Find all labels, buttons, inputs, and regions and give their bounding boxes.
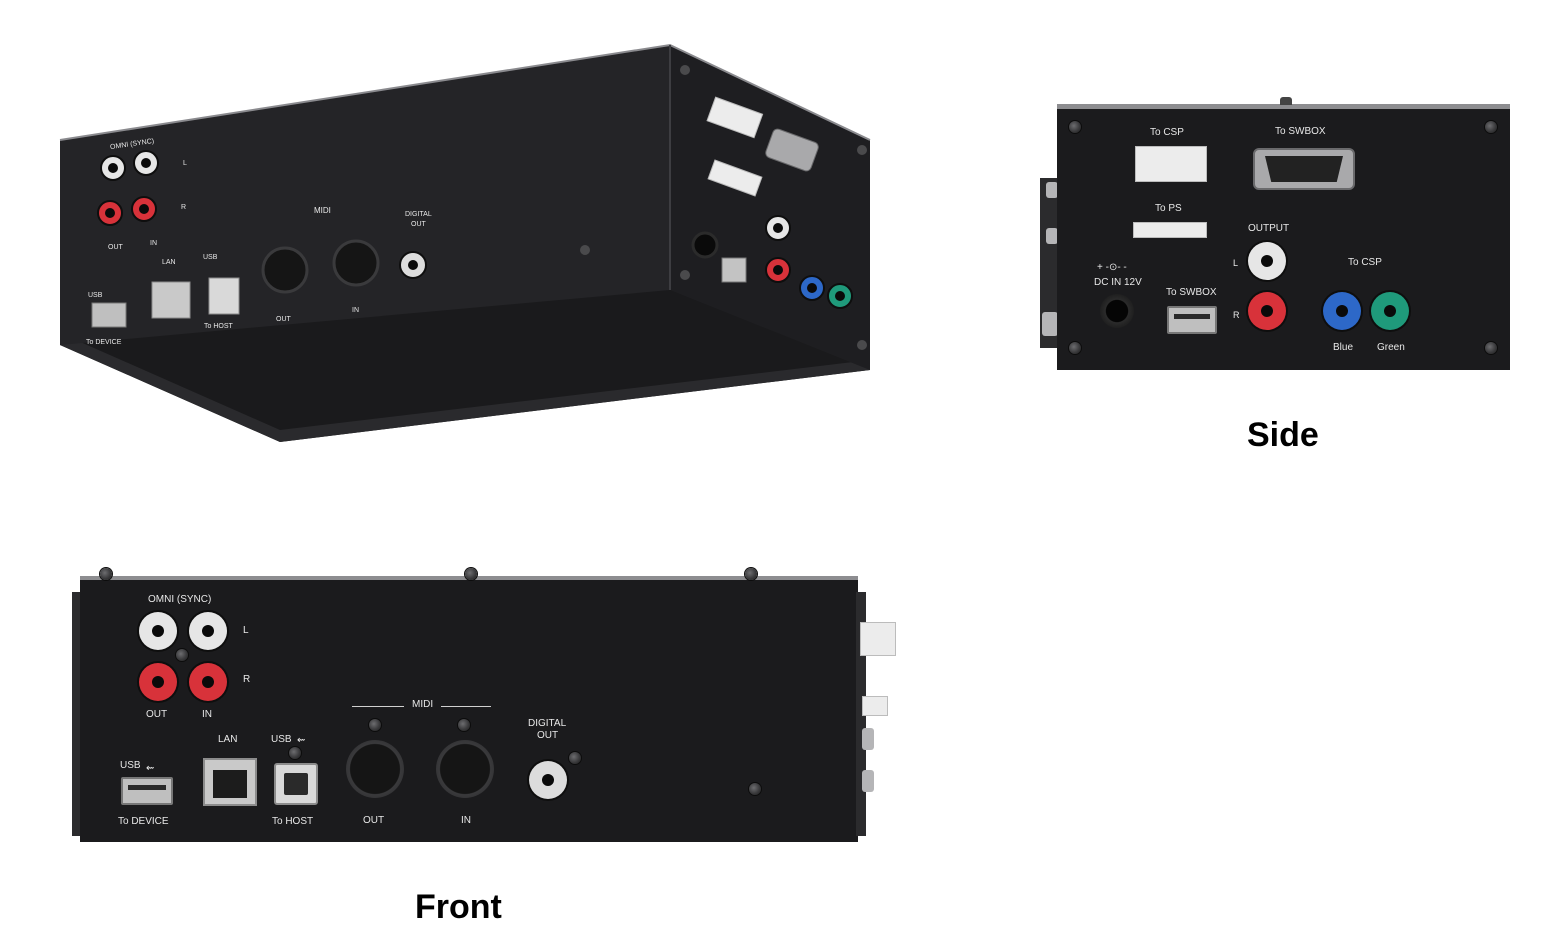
output-l-jack[interactable] — [1248, 242, 1286, 280]
to-csp-top-label: To CSP — [1150, 127, 1184, 138]
side-edge-jack — [1046, 182, 1058, 198]
screw-icon — [458, 719, 470, 731]
usb-device-icon: ⇜ — [146, 763, 155, 774]
persp-midi-in-label: IN — [352, 307, 359, 314]
omni-sync-label: OMNI (SYNC) — [148, 594, 212, 605]
to-device-label: To DEVICE — [118, 816, 169, 827]
blue-label: Blue — [1333, 342, 1354, 353]
side-caption: Side — [1247, 416, 1319, 454]
midi-out-port[interactable] — [346, 740, 404, 798]
usb-to-device-port[interactable] — [121, 777, 173, 805]
screw-icon — [100, 568, 112, 580]
usb-host-icon: ⇜ — [297, 735, 306, 746]
top-screw-head — [1280, 97, 1292, 105]
output-label: OUTPUT — [1248, 223, 1290, 234]
output-r-jack[interactable] — [1248, 292, 1286, 330]
persp-usb-host-label: USB — [203, 254, 218, 261]
screw-icon — [1069, 342, 1081, 354]
persp-digital-label: DIGITAL — [405, 211, 432, 218]
output-l-label: L — [1233, 258, 1239, 268]
to-swbox-dsub-connector[interactable] — [1253, 148, 1355, 190]
usb-to-host-port[interactable] — [274, 763, 318, 805]
to-ps-label: To PS — [1155, 203, 1182, 214]
persp-digital-out-label: OUT — [411, 221, 426, 228]
screw-icon — [1485, 342, 1497, 354]
to-csp-green-jack[interactable] — [1371, 292, 1409, 330]
to-ps-connector[interactable] — [1133, 222, 1207, 238]
digital-label: DIGITAL — [528, 718, 567, 729]
omni-in-l-jack[interactable] — [189, 612, 227, 650]
midi-in-label: IN — [461, 815, 471, 826]
front-caption: Front — [415, 888, 502, 926]
persp-in-label: IN — [150, 240, 157, 247]
persp-midi-label: MIDI — [314, 206, 331, 215]
screw-icon — [1485, 121, 1497, 133]
persp-to-device-label: To DEVICE — [86, 339, 122, 346]
persp-lan-label: LAN — [162, 259, 176, 266]
to-swbox-usb-port[interactable] — [1167, 306, 1217, 334]
omni-out-r-jack[interactable] — [139, 663, 177, 701]
screw-icon — [745, 568, 757, 580]
midi-out-label: OUT — [363, 815, 385, 826]
midi-rule-left — [352, 706, 404, 707]
side-edge-jack — [1042, 312, 1058, 336]
omni-l-label: L — [243, 625, 249, 636]
lan-label: LAN — [218, 734, 238, 745]
screw-icon — [289, 747, 301, 759]
digital-out-jack[interactable] — [529, 761, 567, 799]
side-panel-edge — [1040, 178, 1058, 348]
dc-in-jack[interactable] — [1100, 294, 1134, 328]
dc-in-label: DC IN 12V — [1094, 277, 1142, 288]
side-protruding-plug — [862, 696, 888, 716]
persp-midi-out-label: OUT — [276, 316, 291, 323]
front-left-edge — [72, 592, 80, 836]
to-csp-label: To CSP — [1348, 257, 1382, 268]
side-edge-jack — [1046, 228, 1058, 244]
digital-out-label: OUT — [537, 730, 559, 741]
screw-icon — [176, 649, 188, 661]
lan-port[interactable] — [203, 758, 257, 806]
side-edge-jack — [862, 770, 874, 792]
device-3d-illustration — [59, 43, 871, 442]
persp-usb-label: USB — [88, 292, 103, 299]
side-panel-top-edge — [1057, 104, 1510, 109]
persp-to-host-label: To HOST — [204, 323, 233, 330]
screw-icon — [1069, 121, 1081, 133]
output-r-label: R — [1233, 310, 1240, 320]
midi-rule-right — [441, 706, 491, 707]
to-csp-connector[interactable] — [1135, 146, 1207, 182]
omni-r-label: R — [243, 674, 251, 685]
screw-icon — [369, 719, 381, 731]
persp-l-label: L — [183, 160, 187, 167]
usb-device-label: USB — [120, 760, 141, 771]
persp-out-label: OUT — [108, 244, 123, 251]
screw-icon — [749, 783, 761, 795]
to-swbox-top-label: To SWBOX — [1275, 126, 1326, 137]
to-host-label: To HOST — [272, 816, 314, 827]
midi-label: MIDI — [412, 699, 434, 710]
persp-r-label: R — [181, 204, 187, 211]
usb-host-label: USB — [271, 734, 292, 745]
omni-out-l-jack[interactable] — [139, 612, 177, 650]
midi-in-port[interactable] — [436, 740, 494, 798]
dc-in-symbol: + -⊙- - — [1097, 262, 1127, 273]
screw-icon — [569, 752, 581, 764]
front-right-edge — [856, 592, 866, 836]
screw-icon — [465, 568, 477, 580]
to-csp-blue-jack[interactable] — [1323, 292, 1361, 330]
side-protruding-plug — [860, 622, 896, 656]
omni-in-label: IN — [202, 709, 212, 720]
to-swbox-label: To SWBOX — [1166, 287, 1217, 298]
side-edge-jack — [862, 728, 874, 750]
green-label: Green — [1377, 342, 1405, 353]
omni-in-r-jack[interactable] — [189, 663, 227, 701]
omni-out-label: OUT — [146, 709, 168, 720]
